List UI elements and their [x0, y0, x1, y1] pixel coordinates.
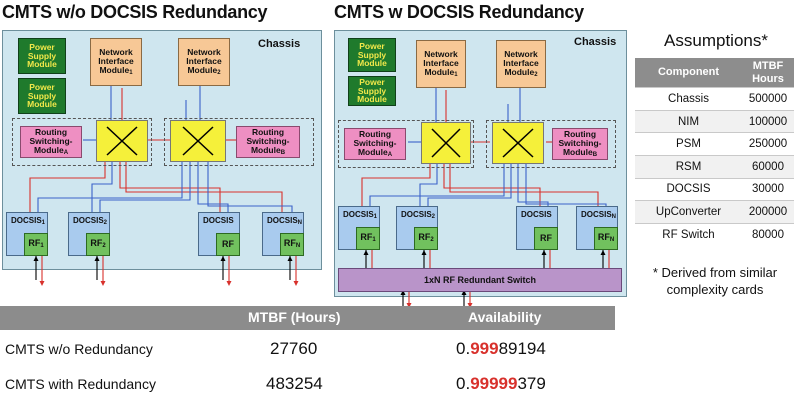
assumptions-footnote: * Derived from similar complexity cards: [652, 265, 778, 297]
assumptions-header-mtbf: MTBF Hours: [742, 58, 794, 88]
rf-redundant-switch: 1xN RF Redundant Switch: [338, 268, 622, 292]
mtbf-cell: 100000: [742, 109, 794, 133]
right-rf-module-n: RFN: [594, 227, 618, 250]
left-diagram-title: CMTS w/o DOCSIS Redundancy: [2, 2, 268, 22]
mtbf-cell: 250000: [742, 132, 794, 156]
right-rf-module: RF: [534, 227, 558, 250]
right-diagram-title: CMTS w DOCSIS Redundancy: [334, 2, 584, 22]
crossbar-x-icon: [182, 126, 214, 156]
right-rsm-b-group: [486, 120, 616, 168]
mtbf-column-header: MTBF (Hours): [248, 309, 341, 325]
mtbf-cell: 80000: [742, 222, 794, 246]
mtbf-cell: 200000: [742, 200, 794, 224]
right-crossbar-switch-a: [421, 122, 471, 164]
row-label: CMTS with Redundancy: [5, 376, 156, 392]
component-cell: RF Switch: [635, 222, 742, 246]
table-row: CMTS w/o Redundancy 27760 0.99989194: [0, 332, 615, 367]
crossbar-x-icon: [431, 128, 461, 158]
left-rsm-b-group: [164, 118, 314, 166]
right-rsm-a-group: [338, 120, 474, 168]
mtbf-cell: 500000: [742, 87, 794, 111]
mtbf-cell: 30000: [742, 177, 794, 201]
component-cell: DOCSIS: [635, 177, 742, 201]
component-cell: PSM: [635, 132, 742, 156]
right-rf-module-1: RF1: [356, 227, 380, 250]
right-crossbar-switch-b: [492, 122, 544, 164]
availability-value: 0.99999379: [456, 374, 546, 393]
left-chassis-label: Chassis: [258, 38, 301, 50]
right-chassis-label: Chassis: [574, 36, 617, 48]
right-rf-module-2: RF2: [414, 227, 438, 250]
left-rf-module-1: RF1: [24, 233, 48, 256]
left-rf-module-2: RF2: [86, 233, 110, 256]
availability-value: 0.99989194: [456, 339, 546, 358]
mtbf-value: 483254: [266, 374, 323, 393]
availability-column-header: Availability: [468, 309, 542, 325]
component-cell: RSM: [635, 155, 742, 179]
rf-switch-label: 1xN RF Redundant Switch: [423, 275, 536, 285]
results-header: MTBF (Hours) Availability: [0, 306, 615, 330]
mtbf-value: 27760: [270, 339, 318, 358]
row-label: CMTS w/o Redundancy: [5, 341, 153, 357]
left-rsm-a-group: [12, 118, 152, 166]
component-cell: NIM: [635, 109, 742, 133]
left-crossbar-switch-b: [170, 120, 226, 162]
left-rf-module: RF: [216, 233, 240, 256]
mtbf-cell: 60000: [742, 155, 794, 179]
assumptions-header-component: Component: [635, 58, 742, 88]
crossbar-x-icon: [502, 128, 534, 158]
crossbar-x-icon: [106, 126, 138, 156]
assumptions-title: Assumptions*: [664, 31, 768, 50]
right-chassis: [334, 30, 627, 297]
left-rf-module-n: RFN: [280, 233, 304, 256]
component-cell: Chassis: [635, 87, 742, 111]
left-crossbar-switch-a: [96, 120, 148, 162]
table-row: CMTS with Redundancy 483254 0.99999379: [0, 367, 615, 402]
component-cell: UpConverter: [635, 200, 742, 224]
